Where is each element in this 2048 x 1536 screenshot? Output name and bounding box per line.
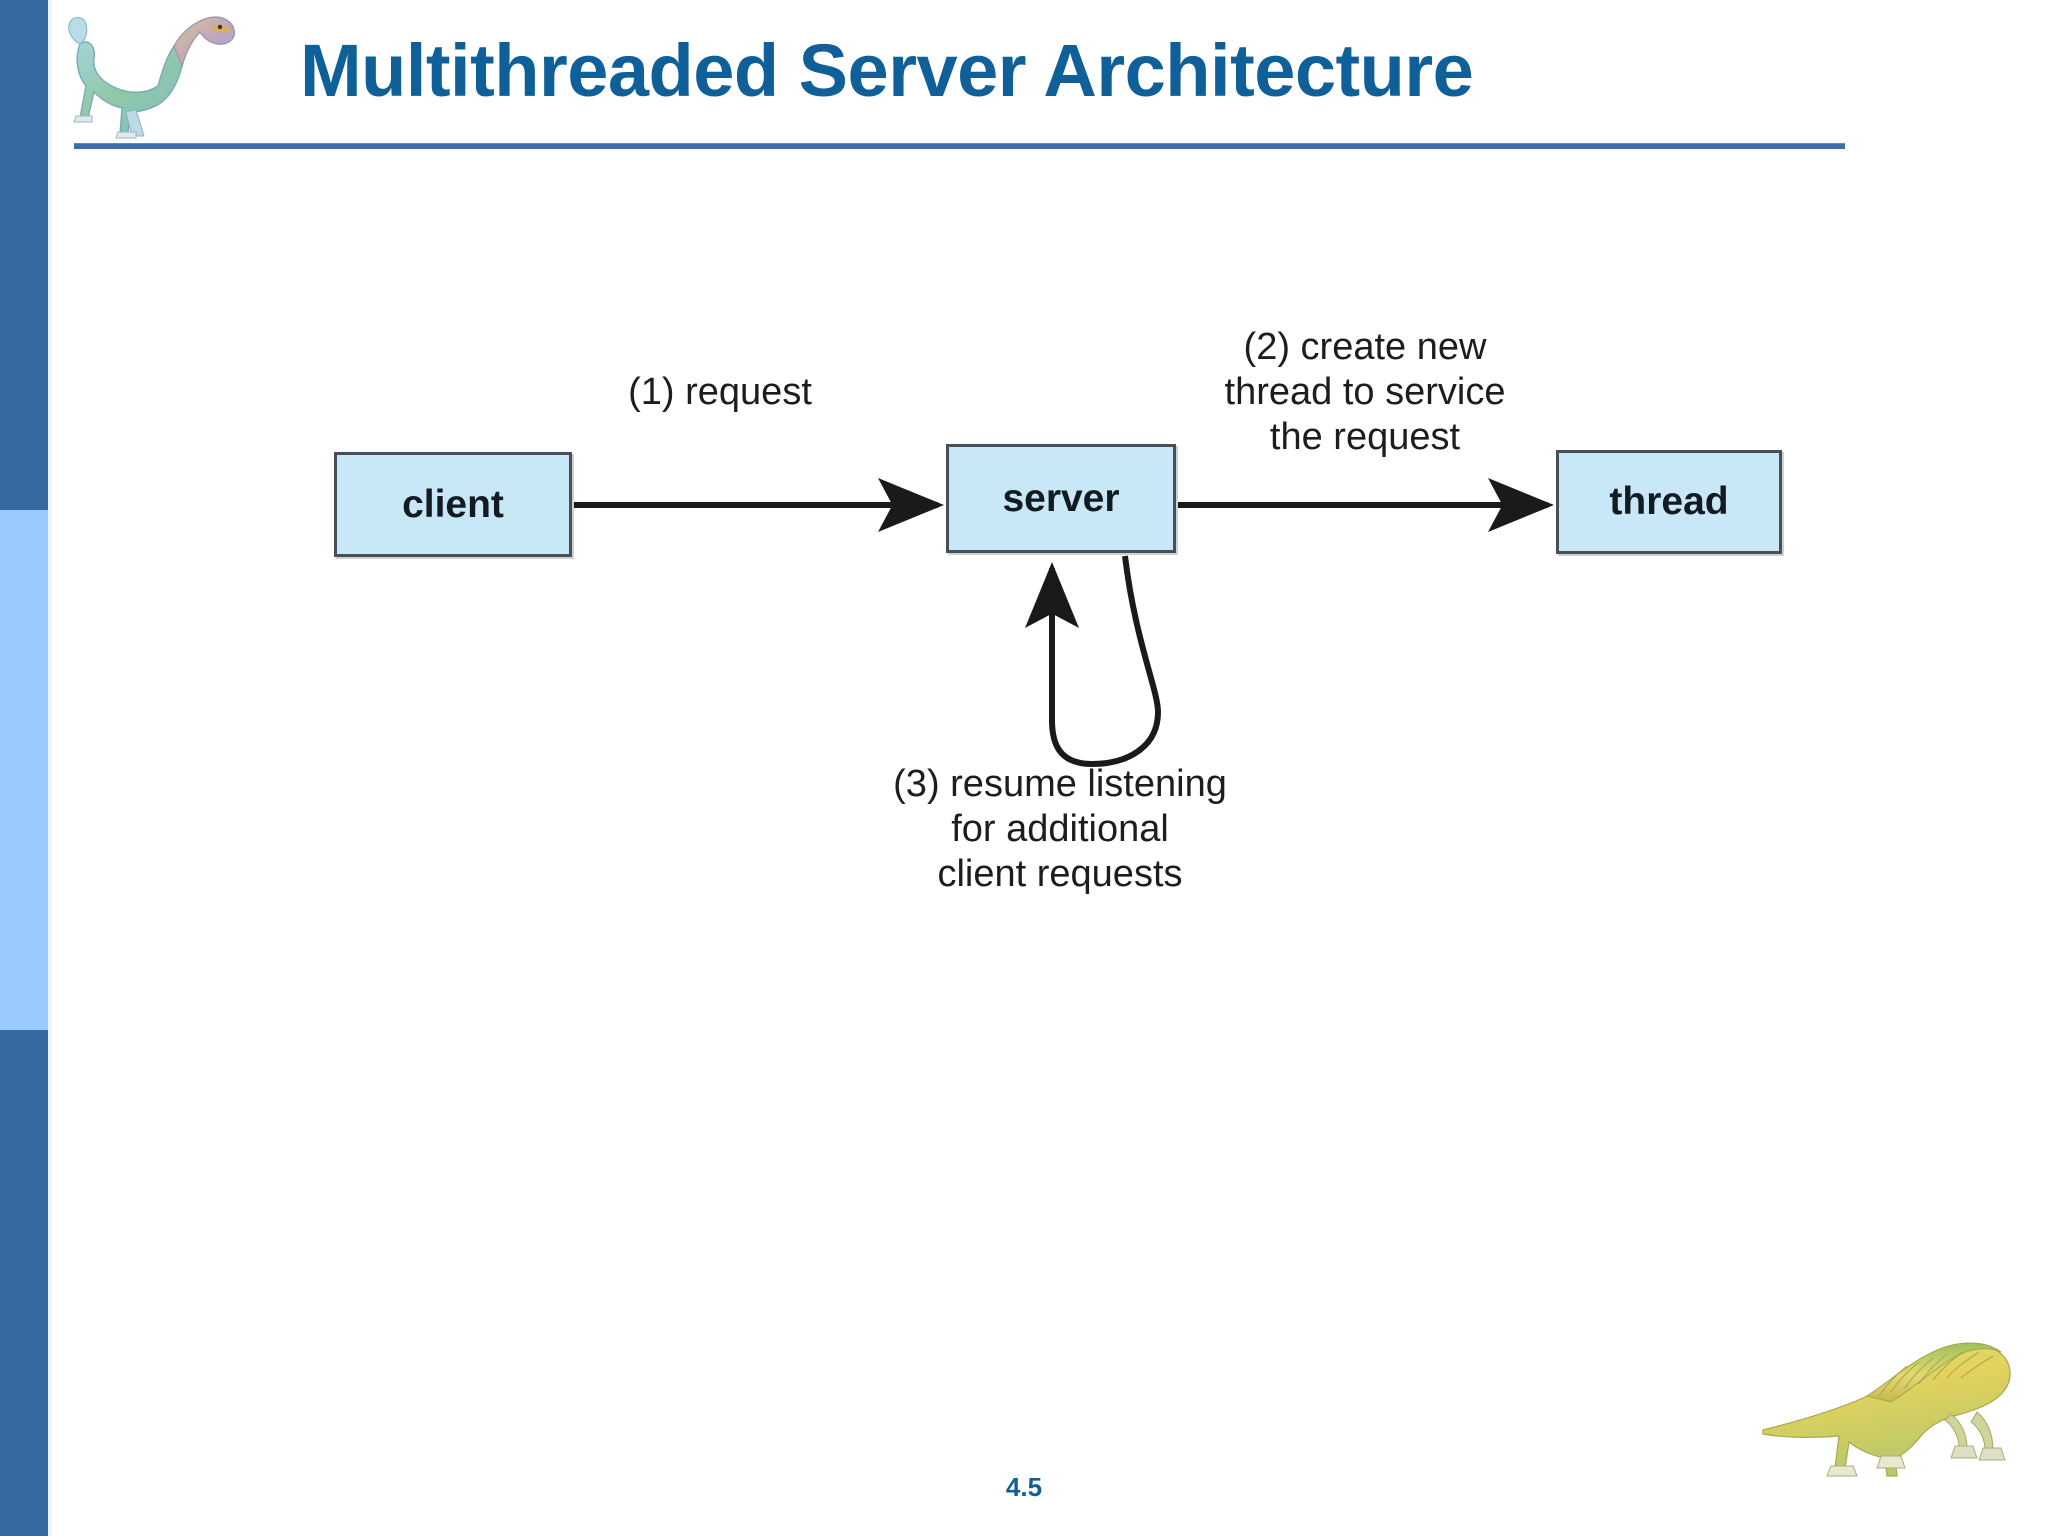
title-underline <box>74 143 1845 149</box>
caption-step-1-request: (1) request <box>628 371 812 413</box>
dinosaur-icon <box>1755 1318 2035 1493</box>
page-title: Multithreaded Server Architecture <box>300 29 1474 112</box>
caption-step-3-resume-listening: (3) resume listening for additional clie… <box>893 763 1227 895</box>
rail-segment-middle <box>0 510 48 1030</box>
dinosaur-icon <box>62 2 252 152</box>
rail-segment-top <box>0 0 48 510</box>
caption-step-2-create-thread: (2) create new thread to service the req… <box>1224 326 1506 458</box>
rail-segment-bottom <box>0 1030 48 1536</box>
diagram-node-server[interactable]: server <box>946 444 1176 553</box>
left-color-rail <box>0 0 48 1536</box>
arrow-server-resume-loop <box>1025 555 1162 768</box>
diagram-node-thread[interactable]: thread <box>1556 450 1782 554</box>
diagram-node-client[interactable]: client <box>334 452 572 557</box>
page-number: 4.5 <box>1005 1472 1043 1502</box>
rail-highlight-stripe <box>48 0 52 1536</box>
